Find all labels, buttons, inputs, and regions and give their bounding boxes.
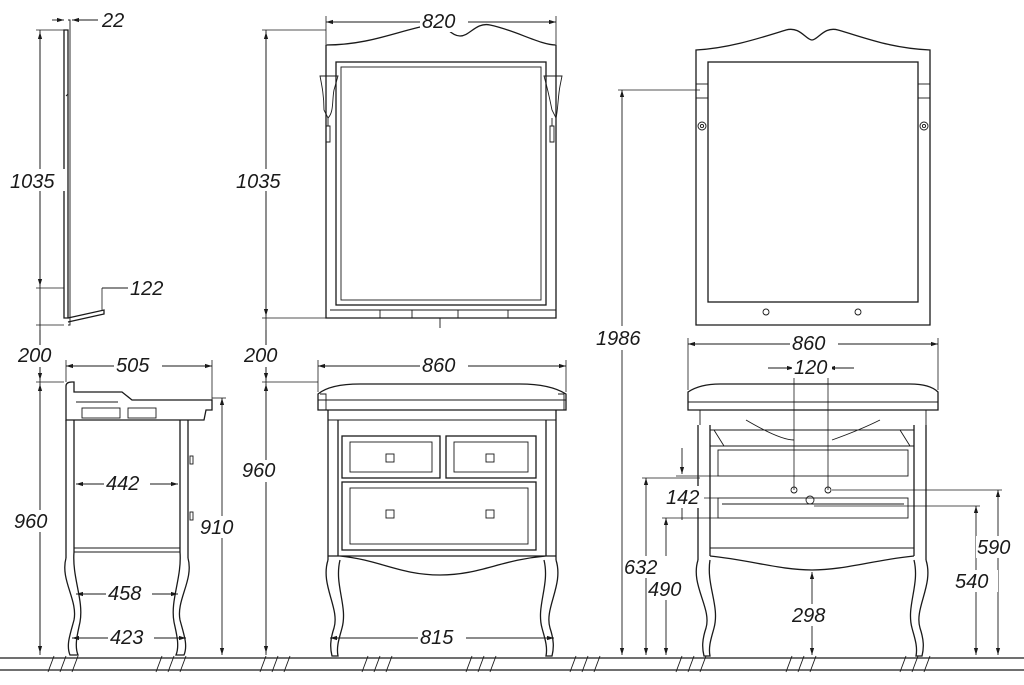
label-side-shelf-depth: 122: [130, 278, 163, 300]
label-side-top-depth: 505: [116, 355, 150, 377]
label-rear-hole-spacing: 120: [794, 357, 827, 379]
label-side-total-height: 960: [14, 511, 47, 533]
dimension-lines: [36, 16, 1002, 655]
label-front-total-height: 960: [242, 460, 275, 482]
label-rear-total-height: 1986: [596, 328, 641, 350]
label-side-mirror-depth: 22: [101, 10, 124, 32]
label-side-leg-base: 423: [110, 627, 143, 649]
side-view: [63, 19, 213, 656]
label-front-mirror-height: 1035: [236, 171, 281, 193]
floor-line: [0, 655, 1024, 673]
label-front-leg-width: 815: [420, 627, 454, 649]
label-front-top-width: 860: [422, 355, 455, 377]
front-view: [317, 23, 567, 657]
label-side-body-height: 910: [200, 517, 233, 539]
label-front-gap: 200: [243, 345, 277, 367]
label-side-leg-mid: 458: [108, 583, 141, 605]
label-side-mirror-height: 1035: [10, 171, 55, 193]
label-rear-pipe-height: 142: [666, 487, 699, 509]
label-rear-540: 540: [955, 571, 988, 593]
label-front-mirror-width: 820: [422, 11, 455, 33]
label-side-inner-width: 442: [106, 473, 139, 495]
label-rear-298: 298: [791, 605, 825, 627]
label-side-gap: 200: [17, 345, 51, 367]
label-rear-590: 590: [977, 537, 1010, 559]
label-rear-490: 490: [648, 579, 681, 601]
label-rear-top-width: 860: [792, 333, 825, 355]
label-rear-632: 632: [624, 557, 657, 579]
dimension-labels: 22 1035 122 200 505 960 442 910 458 423 …: [8, 9, 1020, 649]
